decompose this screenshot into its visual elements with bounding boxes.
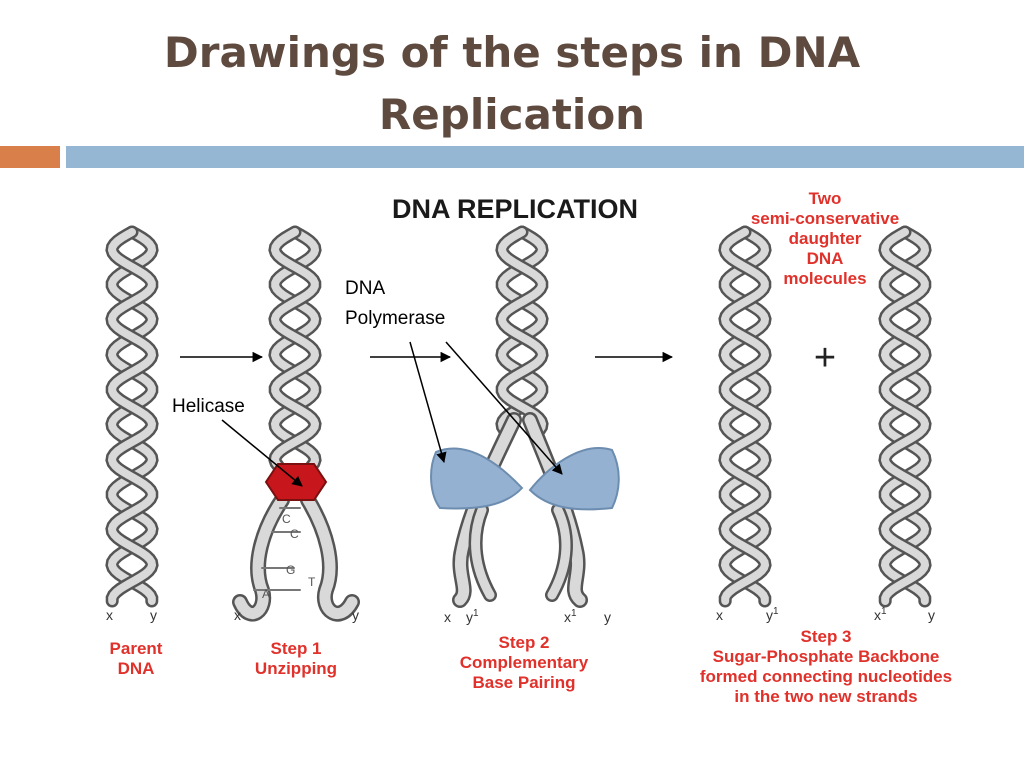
accent-bar-blue xyxy=(66,146,1024,168)
base-t: T xyxy=(308,575,316,589)
parent-dna-caption-line-1: Parent xyxy=(110,639,163,658)
helix-step2-strand-2 xyxy=(497,228,547,434)
helix-daughter-right-strand-1 xyxy=(880,228,930,605)
step2-left-x-label: x xyxy=(444,609,451,625)
replicating-strands xyxy=(452,412,588,608)
polymerase-enzyme-left xyxy=(430,447,524,510)
step3-left-x-label: x xyxy=(716,607,723,623)
daughter-caption-line-2: semi-conservative xyxy=(751,209,899,228)
polymerase-label-line-1: DNA xyxy=(345,278,385,299)
helicase-label: Helicase xyxy=(172,396,245,417)
accent-bar-orange xyxy=(0,146,60,168)
step3-left-y-sup: 1 xyxy=(773,606,779,617)
daughter-caption-line-3: daughter xyxy=(789,229,862,248)
unzipped-strands xyxy=(232,492,360,622)
helix-daughter-left-strand-1 xyxy=(720,228,770,605)
helix-layer xyxy=(105,225,932,608)
step3-right-x-label: x1 xyxy=(874,606,887,623)
base-a: A xyxy=(262,587,270,601)
parent-dna-caption-line-2: DNA xyxy=(118,659,155,678)
step2-caption-line-3: Base Pairing xyxy=(473,673,576,692)
helix-parent xyxy=(105,225,159,608)
step2-right-x-sup: 1 xyxy=(571,608,577,619)
step3-caption-line-3: formed connecting nucleotides xyxy=(700,667,952,686)
step1-caption-line-1: Step 1 xyxy=(270,639,321,658)
slide-title: Drawings of the steps in DNA Replication xyxy=(0,22,1024,146)
diagram-heading: DNA REPLICATION xyxy=(392,194,638,224)
step2-left-y-label: y1 xyxy=(466,608,479,625)
daughter-caption-line-5: molecules xyxy=(783,269,866,288)
step1-y-label: y xyxy=(352,607,359,623)
helix-daughter-right-strand-2 xyxy=(880,228,930,605)
helix-daughter-left xyxy=(718,225,772,608)
daughter-caption-line-4: DNA xyxy=(807,249,844,268)
slide-title-line-1: Drawings of the steps in DNA xyxy=(163,28,861,77)
helix-step2 xyxy=(495,225,549,437)
polymerase-label-line-2: Polymerase xyxy=(345,308,445,329)
helix-step1-strand-1 xyxy=(270,228,320,470)
base-c-1: C xyxy=(282,512,291,526)
step3-caption-line-2: Sugar-Phosphate Backbone xyxy=(713,647,940,666)
parent-y-label: y xyxy=(150,607,157,623)
polymerase-pointer-arrow-right xyxy=(445,341,563,475)
dna-replication-diagram: DNA REPLICATION C C G T A + Hel xyxy=(105,189,953,706)
helix-parent-strand-2 xyxy=(107,228,157,605)
step2-left-y-sup: 1 xyxy=(473,608,479,619)
step1-x-label: x xyxy=(234,607,241,623)
helix-parent-strand-1 xyxy=(107,228,157,605)
step2-caption-line-1: Step 2 xyxy=(498,633,549,652)
step3-right-y-label: y xyxy=(928,607,935,623)
step3-right-x-sup: 1 xyxy=(881,606,887,617)
step3-caption-line-1: Step 3 xyxy=(800,627,851,646)
step2-caption-line-2: Complementary xyxy=(460,653,589,672)
parent-x-label: x xyxy=(106,607,113,623)
helix-step1-strand-2 xyxy=(270,228,320,470)
red-captions: Parent DNA Step 1 Unzipping Step 2 Compl… xyxy=(110,189,953,706)
base-g: G xyxy=(286,563,295,577)
daughter-caption-line-1: Two xyxy=(809,189,842,208)
plus-sign: + xyxy=(814,337,836,379)
step3-left-y-label: y1 xyxy=(766,606,779,623)
helix-daughter-left-strand-2 xyxy=(720,228,770,605)
helicase-pointer-arrow xyxy=(221,419,303,487)
helix-step1 xyxy=(268,225,322,473)
step2-right-x-label: x1 xyxy=(564,608,577,625)
helix-daughter-right xyxy=(878,225,932,608)
polymerase-enzyme-right xyxy=(528,447,620,511)
step2-right-y-label: y xyxy=(604,609,611,625)
step1-caption-line-2: Unzipping xyxy=(255,659,337,678)
step3-caption-line-4: in the two new strands xyxy=(734,687,917,706)
polymerase-pointer-arrow-left xyxy=(409,341,447,464)
slide-title-line-2: Replication xyxy=(378,90,646,139)
base-c-2: C xyxy=(290,527,299,541)
